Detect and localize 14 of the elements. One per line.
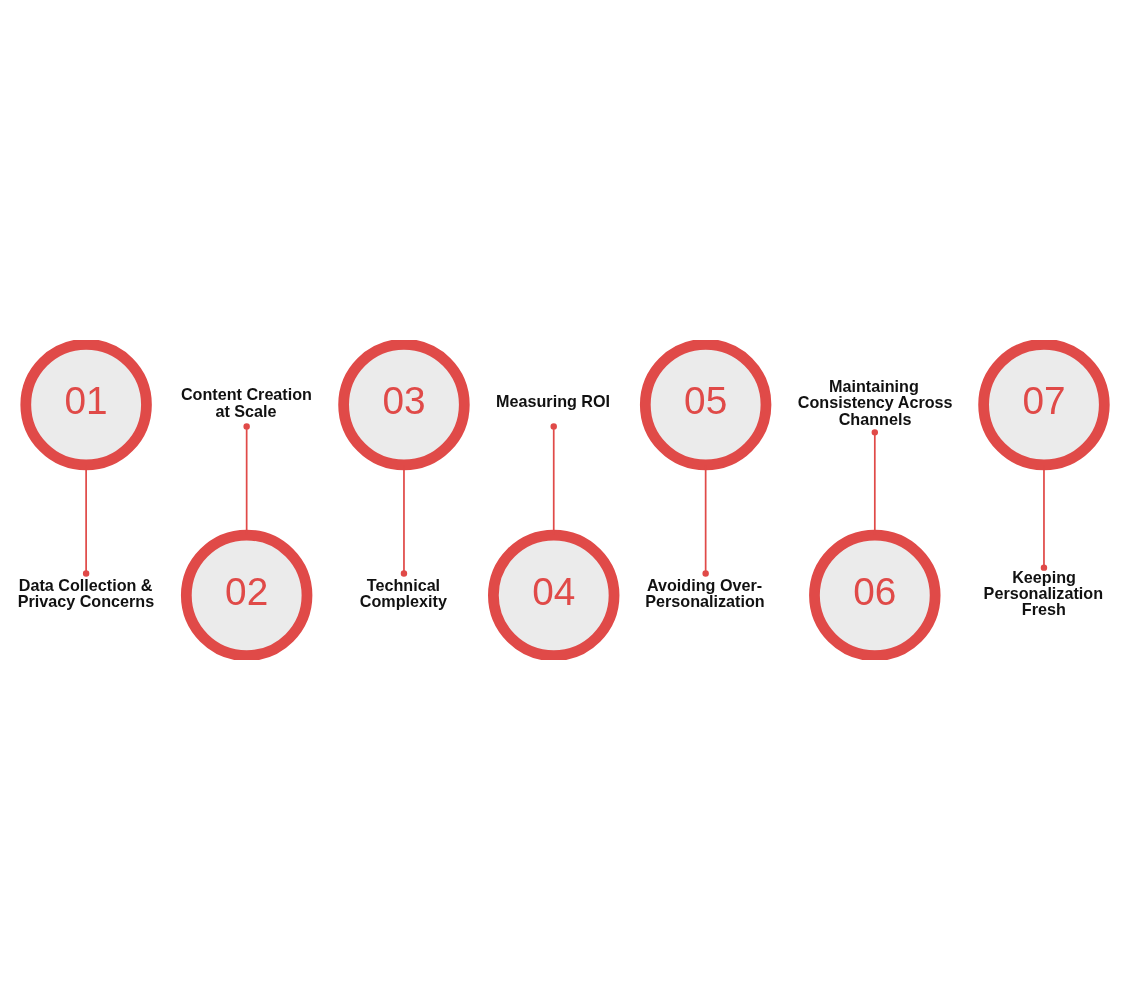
node-circle: 06: [809, 529, 941, 660]
node-text: Data Collection & Privacy Concerns: [17, 576, 155, 611]
node-circle: 05: [639, 340, 772, 471]
node-text: Content Creation at Scale: [180, 385, 312, 420]
node-circle: 01: [20, 340, 152, 471]
node-text: Maintaining Consistency Across Channels: [797, 377, 953, 428]
node-circle: 07: [978, 340, 1110, 471]
node-text: Keeping Personalization Fresh: [983, 567, 1104, 619]
node-circle: 04: [488, 529, 620, 660]
node-text: Technical Complexity: [359, 576, 447, 611]
node-text: Avoiding Over-Personalization: [645, 576, 765, 611]
node-text: Measuring ROI: [496, 392, 611, 411]
node-circle: 03: [338, 340, 470, 471]
node-circle: 02: [180, 529, 313, 660]
